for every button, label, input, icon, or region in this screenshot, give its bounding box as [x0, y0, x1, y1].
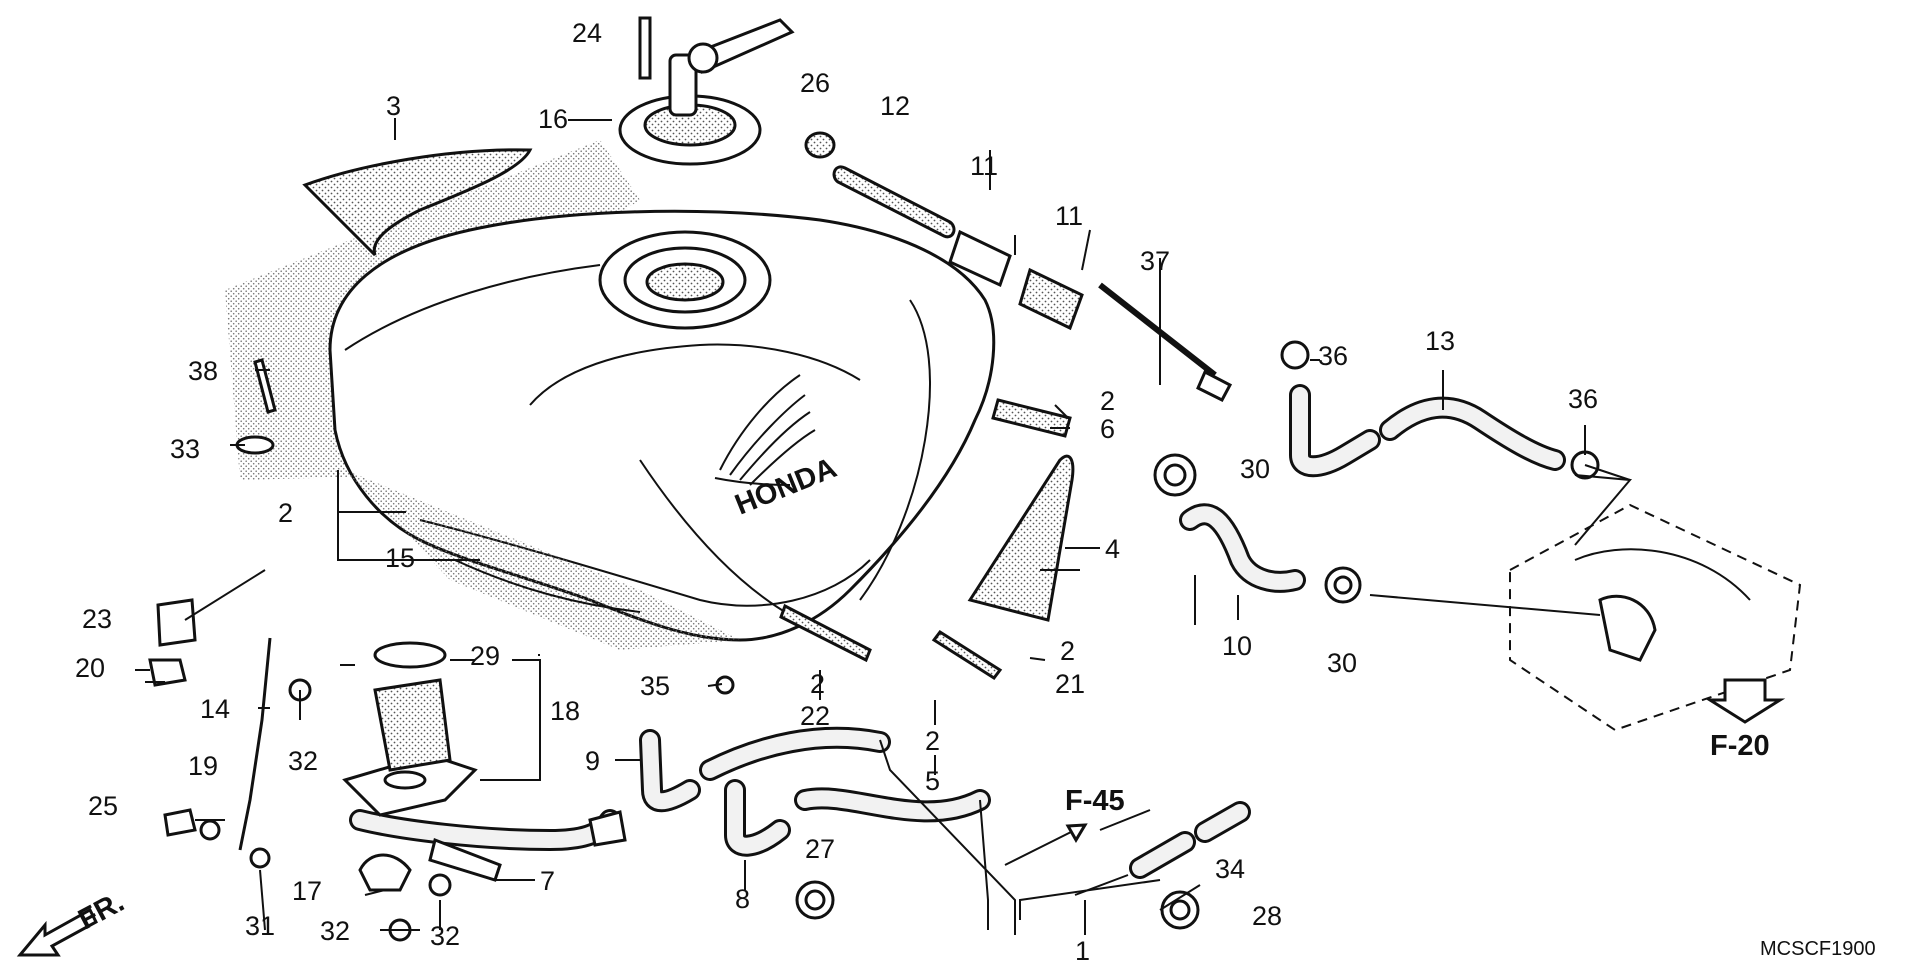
fuel-tank: HONDA: [225, 140, 996, 650]
callout-32b: 32: [320, 916, 350, 946]
callout-4: 4: [1105, 534, 1120, 564]
rubber-strip-6: [991, 398, 1072, 438]
callout-11b: 11: [1055, 201, 1083, 231]
callout-6: 6: [1100, 414, 1115, 444]
callout-15: 15: [385, 543, 415, 573]
callout-26: 26: [800, 68, 830, 98]
callout-36a: 36: [1318, 341, 1348, 371]
fuel-cap-assembly: [618, 16, 795, 166]
callout-32c: 32: [430, 921, 460, 951]
callout-27: 27: [805, 834, 835, 864]
callout-13: 13: [1425, 326, 1455, 356]
callout-30a: 30: [1240, 454, 1270, 484]
ref-f45: F-45: [1065, 785, 1125, 817]
callout-2c: 2: [810, 669, 825, 699]
rubber-strip-22: [779, 603, 872, 663]
callout-8: 8: [735, 884, 750, 914]
mount-parts: [804, 131, 1233, 402]
callout-20: 20: [75, 653, 105, 683]
callout-30b: 30: [1327, 648, 1357, 678]
callout-12: 12: [880, 91, 910, 121]
hoses: [349, 384, 1566, 879]
front-arrow: FR.: [16, 886, 130, 957]
callout-31: 31: [245, 911, 275, 941]
knee-pad-3: [302, 148, 533, 257]
callout-34: 34: [1215, 854, 1245, 884]
callout-11a: 11: [970, 151, 998, 181]
callout-24: 24: [572, 18, 602, 48]
callout-32a: 32: [288, 746, 318, 776]
callout-10: 10: [1222, 631, 1252, 661]
callout-2e: 2: [925, 726, 940, 756]
callout-33: 33: [170, 434, 200, 464]
wing-emblem: [714, 374, 816, 486]
callout-14: 14: [200, 694, 230, 724]
canister-detail-box: [1509, 503, 1802, 732]
arrow-f20: [1704, 678, 1786, 724]
callout-2a: 2: [278, 498, 293, 528]
callout-9: 9: [585, 746, 600, 776]
callout-1: 1: [1075, 936, 1090, 960]
callout-7: 7: [540, 866, 555, 896]
callout-35: 35: [640, 671, 670, 701]
callout-23: 23: [82, 604, 112, 634]
callout-29: 29: [470, 641, 500, 671]
callout-21: 21: [1055, 669, 1085, 699]
callout-37: 37: [1140, 246, 1170, 276]
callout-2d: 2: [1060, 636, 1075, 666]
knee-pad-4: [967, 454, 1075, 622]
callout-5: 5: [925, 766, 940, 796]
rubber-strip-21: [931, 629, 1003, 681]
leader-lines: [135, 118, 1631, 935]
callout-36b: 36: [1568, 384, 1598, 414]
clamps: [715, 340, 1600, 930]
fuel-pump-assembly: [288, 641, 627, 942]
callout-17: 17: [292, 876, 322, 906]
callout-18: 18: [550, 696, 580, 726]
callout-38: 38: [188, 356, 218, 386]
small-parts-left: [148, 358, 277, 869]
ref-f20: F-20: [1710, 730, 1770, 762]
callout-19: 19: [188, 751, 218, 781]
callout-2b: 2: [1100, 386, 1115, 416]
callout-3: 3: [386, 91, 401, 121]
callout-28: 28: [1252, 901, 1282, 931]
callout-labels: 1 2 2 2 2 2 3 4 5 6 7 8 9 10 11 11 12 13…: [75, 18, 1598, 960]
callout-16: 16: [538, 104, 568, 134]
callout-25: 25: [88, 791, 118, 821]
drawing-code: MCSCF1900: [1760, 938, 1876, 960]
callout-22: 22: [800, 701, 830, 731]
